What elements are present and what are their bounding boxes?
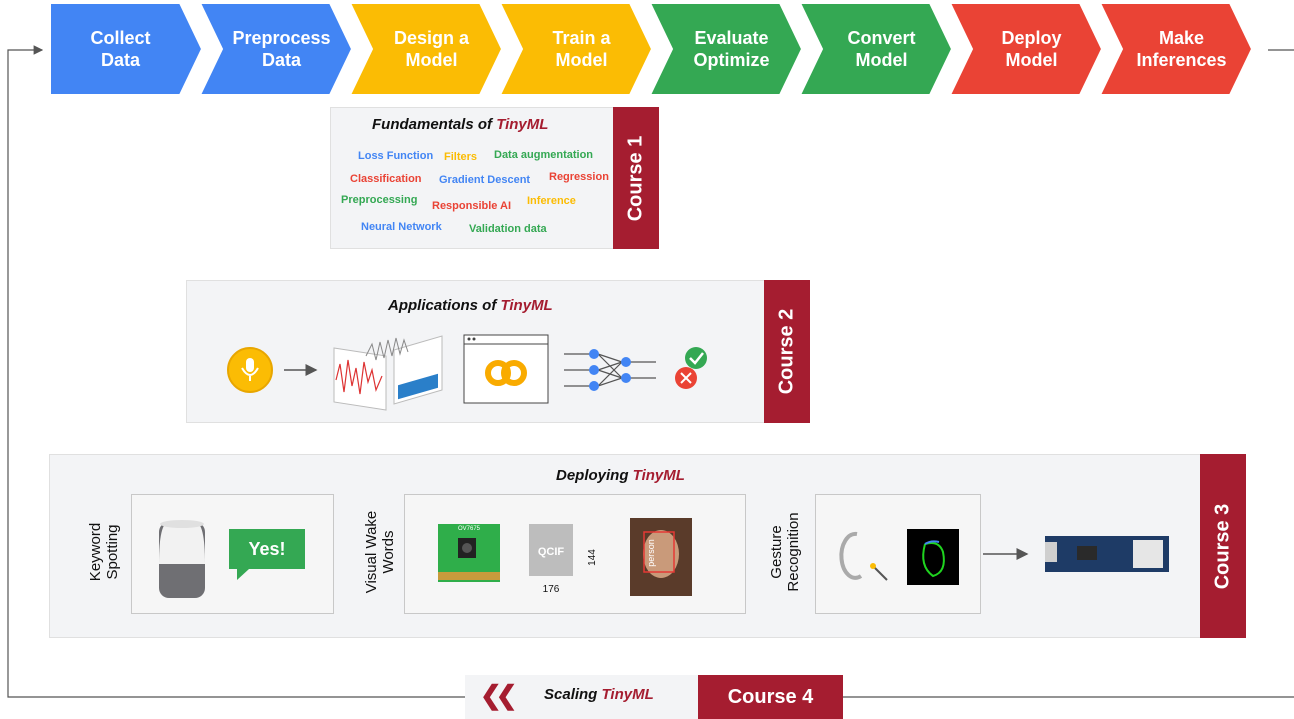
qcif-width-label: 176 [542,584,560,595]
keyword-spotting-label: Keyword Spotting [87,522,121,582]
course4-bar [465,675,698,719]
course1-title: Fundamentals of TinyML [372,116,549,133]
course1-topic-tag: Responsible AI [432,200,512,212]
camera-label: OV7675 [458,526,481,532]
microphone-icon [227,347,273,393]
pipeline-stage-shape [49,2,204,96]
double-chevron-icon: ❮❮ [480,680,517,710]
pipeline-stage-label: Design a Model [393,28,470,70]
qcif-height-label: 144 [586,549,598,566]
course2-illustration [227,334,707,411]
camera-module-icon [438,524,500,582]
course1-topic-tag: Regression [549,171,609,183]
kws-illustration [159,520,305,598]
course3-tab: Course 3 [1200,454,1246,638]
course1-topic-tag: Filters [444,151,478,163]
course1-topic-tag: Inference [527,195,576,207]
colab-icon [463,334,549,404]
course1-topic-tag: Validation data [469,223,547,235]
course1-topic-tag: Neural Network [361,221,442,233]
person-label: person [645,539,656,567]
pipeline-stage-shape [948,2,1104,96]
spectrogram-icon [333,335,443,411]
course1-topic-tag: Classification [350,173,422,185]
pipeline-stage-shape [798,2,954,96]
cross-icon [675,367,697,389]
course4-tab: Course 4 [698,675,843,719]
pipeline-stage-shape [348,2,504,96]
pipeline-chevrons [49,2,1254,96]
pipeline-stage-shape [498,2,654,96]
pipeline-stage-label: Deploy Model [1001,28,1062,70]
course3-title: Deploying TinyML [556,467,685,484]
course4-title: Scaling TinyML [544,686,654,703]
course1-tab: Course 1 [613,107,659,249]
pipeline-stage-label: Collect Data [90,28,151,70]
course1-topic-tag: Preprocessing [341,194,418,206]
course1-topic-tag: Loss Function [358,150,434,162]
pipeline-stage-label: Make Inferences [1136,28,1227,70]
pipeline-stage-label: Train a Model [552,28,611,70]
kws-bubble-text: Yes! [248,539,286,559]
check-icon [685,347,707,369]
neural-network-icon [564,349,656,391]
pipeline-stage-label: Convert Model [847,28,916,70]
course1-panel [330,107,620,249]
course2-tab: Course 2 [764,280,810,423]
pipeline-stage-shape [198,2,354,96]
visual-wake-words-label: Visual Wake Words [363,510,397,594]
gesture-trace-icon [907,529,959,585]
vww-illustration [438,518,692,596]
person-photo [630,518,692,596]
smart-speaker-icon [159,520,205,598]
gesture-recognition-label: Gesture Recognition [768,512,802,592]
pipeline-stage-shape [1098,2,1254,96]
course1-topic-tag: Data augmentation [494,149,594,161]
pipeline-stage-label: Preprocess Data [232,28,331,70]
gesture-circle-icon [839,531,888,581]
gesture-illustration [839,529,1169,585]
qcif-label: QCIF [537,546,565,558]
course2-title: Applications of TinyML [388,297,553,314]
pipeline-stage-label: Evaluate Optimize [693,28,770,70]
qcif-frame [529,524,573,576]
speech-bubble-icon [229,529,305,580]
course1-topic-tag: Gradient Descent [439,174,531,186]
pipeline-stage-shape [648,2,804,96]
arduino-board-icon [1045,536,1169,572]
